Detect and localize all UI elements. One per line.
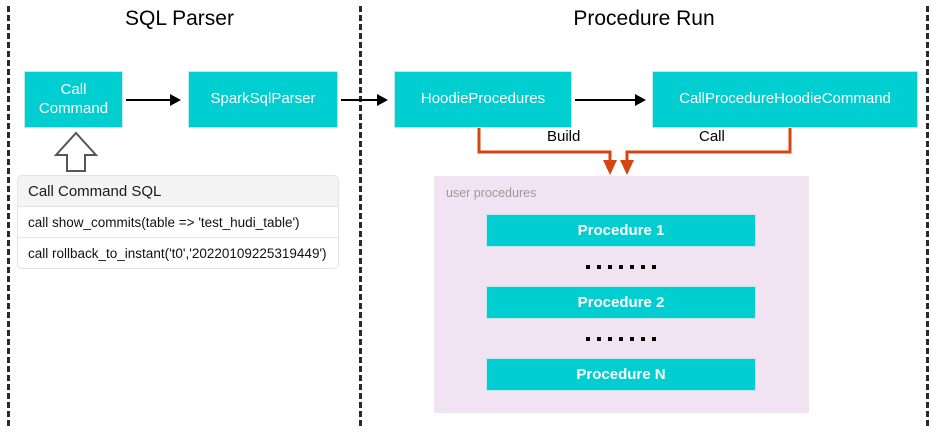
dot	[641, 337, 645, 341]
sql-table-row: call show_commits(table => 'test_hudi_ta…	[17, 207, 339, 238]
node-spark-sql-parser-label: SparkSqlParser	[210, 90, 316, 108]
user-procedures-panel-title: user procedures	[446, 186, 537, 200]
dot	[597, 337, 601, 341]
arrow-hoodie-procedures-to-call-command-line	[575, 99, 637, 101]
dot	[619, 337, 623, 341]
node-call-command: Call Command	[24, 71, 123, 128]
arrow-call-command-to-spark-parser-head	[170, 94, 181, 106]
node-call-command-label-line2: Command	[38, 99, 109, 117]
dot	[608, 265, 612, 269]
sql-table-header: Call Command SQL	[17, 175, 339, 207]
node-spark-sql-parser: SparkSqlParser	[188, 71, 338, 128]
node-hoodie-procedures-label: HoodieProcedures	[420, 90, 546, 108]
section-title-sql-parser: SQL Parser	[125, 7, 234, 30]
procedure-box: Procedure 2	[486, 286, 756, 319]
dot	[630, 265, 634, 269]
user-procedures-panel: user procedures Procedure 1 Procedure 2 …	[434, 176, 809, 413]
arrow-hoodie-procedures-to-call-command-head	[635, 94, 646, 106]
divider-left	[7, 6, 10, 426]
node-hoodie-procedures: HoodieProcedures	[394, 71, 572, 128]
block-arrow-up-icon	[54, 131, 98, 172]
section-title-procedure-run: Procedure Run	[573, 7, 715, 30]
dot	[619, 265, 623, 269]
divider-right	[926, 6, 929, 426]
node-call-command-label-line1: Call	[60, 81, 87, 99]
dot	[652, 265, 656, 269]
dot	[586, 265, 590, 269]
dot	[641, 265, 645, 269]
divider-middle	[359, 6, 362, 426]
ellipsis-dots	[486, 329, 756, 349]
call-command-sql-table: Call Command SQL call show_commits(table…	[17, 175, 339, 269]
node-call-procedure-hoodie-command-label: CallProcedureHoodieCommand	[679, 90, 891, 108]
sql-table-row: call rollback_to_instant('t0','202201092…	[17, 238, 339, 269]
procedure-box: Procedure N	[486, 358, 756, 391]
arrow-spark-parser-to-hoodie-procedures-line	[341, 99, 379, 101]
dot	[586, 337, 590, 341]
node-call-procedure-hoodie-command: CallProcedureHoodieCommand	[652, 71, 918, 128]
arrow-spark-parser-to-hoodie-procedures-head	[377, 94, 388, 106]
dot	[652, 337, 656, 341]
arrow-call-command-to-spark-parser-line	[126, 99, 172, 101]
procedure-box: Procedure 1	[486, 214, 756, 247]
ellipsis-dots	[486, 257, 756, 277]
dot	[608, 337, 612, 341]
edge-label-build: Build	[543, 128, 585, 145]
dot	[630, 337, 634, 341]
dot	[597, 265, 601, 269]
edge-label-call: Call	[695, 128, 729, 145]
